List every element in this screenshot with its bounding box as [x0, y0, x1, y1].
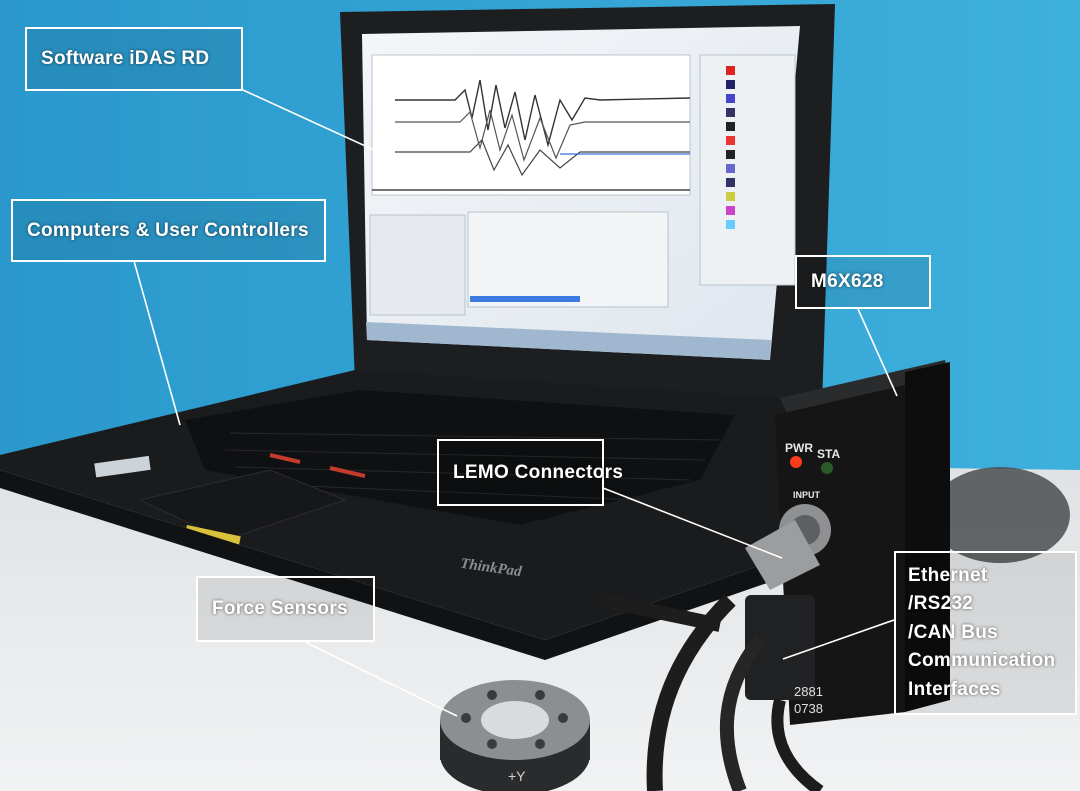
interfaces-line-5: Interfaces	[908, 678, 1001, 700]
laptop-sticker	[94, 455, 151, 478]
leader-computers	[133, 260, 181, 426]
device-code: 2881 0738	[794, 683, 823, 717]
trackpoint-button-right	[329, 466, 366, 478]
sta-led	[821, 462, 833, 474]
lower-left-panel	[369, 214, 466, 316]
signal-trace-3	[395, 138, 690, 177]
input-label: INPUT	[793, 490, 820, 500]
signal-trace-1	[395, 79, 691, 148]
background-object	[930, 467, 1070, 563]
device-side	[905, 362, 950, 712]
pwr-led	[790, 456, 802, 468]
interfaces-line-1: Ethernet	[908, 564, 988, 586]
interfaces-line-4: Communication	[908, 650, 1056, 672]
trackpad	[138, 469, 347, 541]
channel-color-swatches	[726, 66, 735, 229]
interfaces-line-2: /RS232	[908, 593, 974, 615]
callout-m6x628: M6X628	[795, 255, 931, 309]
signal-trace-2	[395, 109, 690, 162]
leader-m6x628	[857, 308, 898, 397]
leader-force	[304, 641, 458, 717]
trackpoint-button-left	[269, 453, 301, 464]
sensor-marking: +Y	[508, 768, 526, 784]
cable-1	[646, 594, 736, 791]
leader-software	[242, 89, 447, 184]
progress-bar	[470, 296, 580, 302]
lower-mid-panel	[467, 211, 669, 308]
device-code-line-2: 0738	[794, 701, 823, 716]
leader-lemo	[602, 487, 783, 559]
pwr-label: PWR	[785, 441, 813, 455]
lemo-plug	[745, 520, 820, 590]
callout-interfaces: Ethernet /RS232 /CAN Bus Communication I…	[894, 551, 1077, 715]
force-sensor-hole	[481, 701, 549, 739]
callout-software: Software iDAS RD	[25, 27, 243, 91]
channel-panel	[699, 54, 796, 286]
keyboard-keys	[224, 432, 721, 501]
cable-3	[771, 698, 824, 791]
device-code-line-1: 2881	[794, 684, 823, 699]
callout-force: Force Sensors	[196, 576, 375, 642]
interfaces-line-3: /CAN Bus	[908, 621, 999, 643]
force-sensor-bolts	[461, 690, 568, 749]
leader-interfaces	[782, 619, 895, 660]
callout-computers: Computers & User Controllers	[11, 199, 326, 262]
callout-lemo: LEMO Connectors	[437, 439, 623, 506]
plot-area	[371, 54, 691, 196]
callout-leader-lines	[133, 89, 898, 717]
cable-4	[598, 593, 722, 632]
serial-connector	[745, 595, 815, 700]
sta-label: STA	[817, 447, 841, 461]
keyboard	[185, 390, 735, 525]
taskbar	[366, 322, 771, 360]
cable-2	[719, 635, 766, 791]
